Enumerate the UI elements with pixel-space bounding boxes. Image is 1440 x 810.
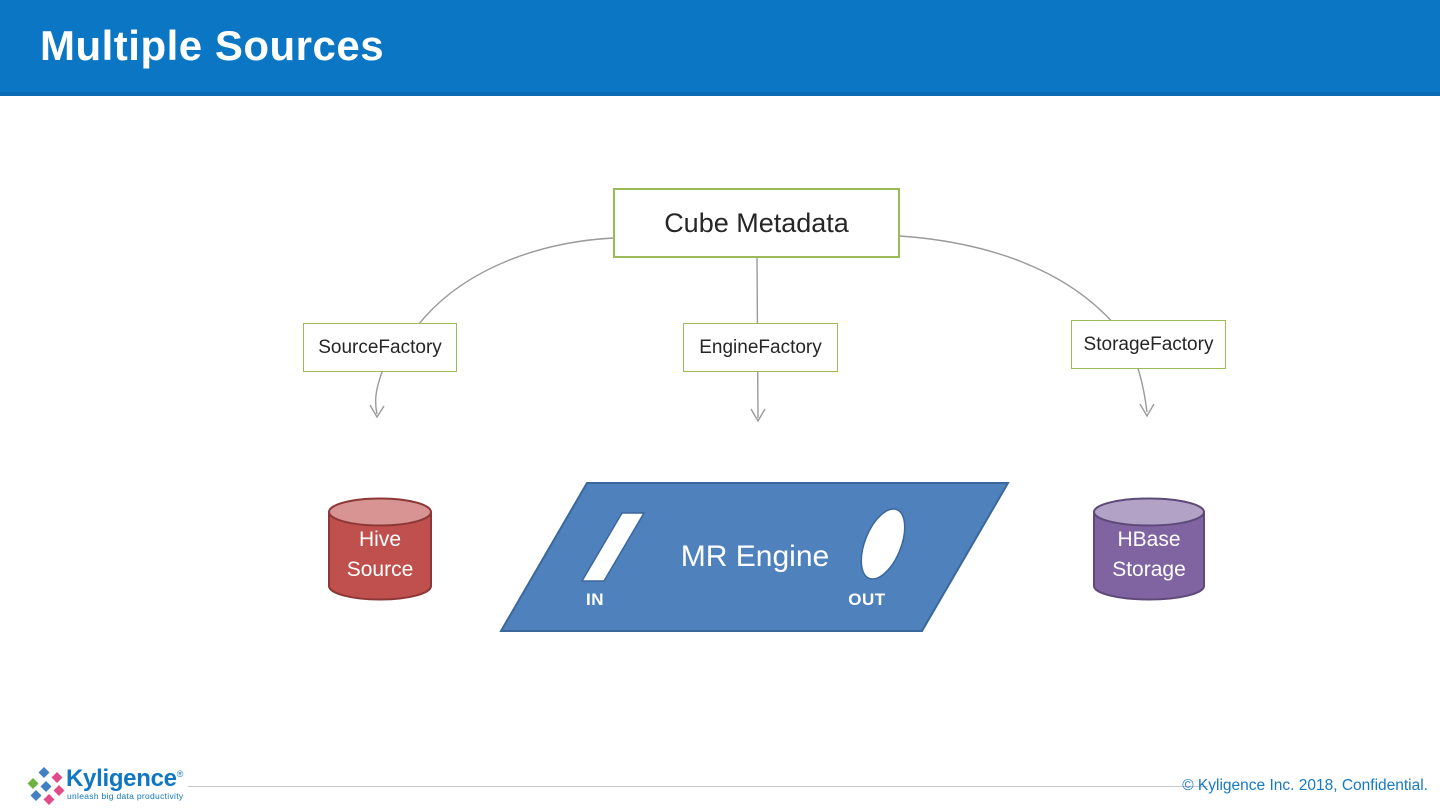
- hive-cylinder: [328, 497, 432, 601]
- kyligence-logo: Kyligence® unleash big data productivity: [26, 762, 186, 808]
- footer-divider: [188, 786, 1208, 787]
- in-slot-shape: [580, 512, 646, 582]
- storage-factory-box: StorageFactory: [1071, 320, 1226, 369]
- hbase-storage-label: HBase Storage: [1112, 528, 1186, 581]
- mr-engine-label: MR Engine: [680, 540, 830, 573]
- mr-engine-shape: [499, 482, 1010, 632]
- cube-metadata-label: Cube Metadata: [664, 207, 849, 238]
- in-label: IN: [586, 590, 604, 609]
- source-factory-label: SourceFactory: [318, 336, 442, 358]
- slide-footer: Kyligence® unleash big data productivity…: [0, 755, 1440, 810]
- brand-name: Kyligence®: [66, 765, 184, 792]
- connector-right: [899, 235, 1148, 413]
- registered-mark: ®: [176, 769, 184, 779]
- arrowhead-middle: [750, 408, 766, 423]
- storage-factory-label: StorageFactory: [1083, 333, 1214, 355]
- arrowhead-left: [369, 404, 385, 419]
- arrowhead-right: [1139, 403, 1155, 418]
- engine-factory-box: EngineFactory: [683, 323, 838, 372]
- hbase-cylinder: [1093, 497, 1205, 601]
- out-hole-shape: [860, 508, 906, 580]
- kyligence-logo-icon: [27, 767, 65, 805]
- engine-factory-label: EngineFactory: [699, 336, 822, 358]
- slide-header: Multiple Sources: [0, 0, 1440, 96]
- out-label: OUT: [848, 590, 886, 609]
- source-factory-box: SourceFactory: [303, 323, 457, 372]
- slide-title: Multiple Sources: [40, 22, 385, 69]
- brand-tagline: unleash big data productivity: [67, 791, 184, 801]
- cube-metadata-box: Cube Metadata: [613, 188, 900, 258]
- copyright-text: © Kyligence Inc. 2018, Confidential.: [1182, 777, 1428, 794]
- hive-source-label: Hive Source: [346, 528, 414, 581]
